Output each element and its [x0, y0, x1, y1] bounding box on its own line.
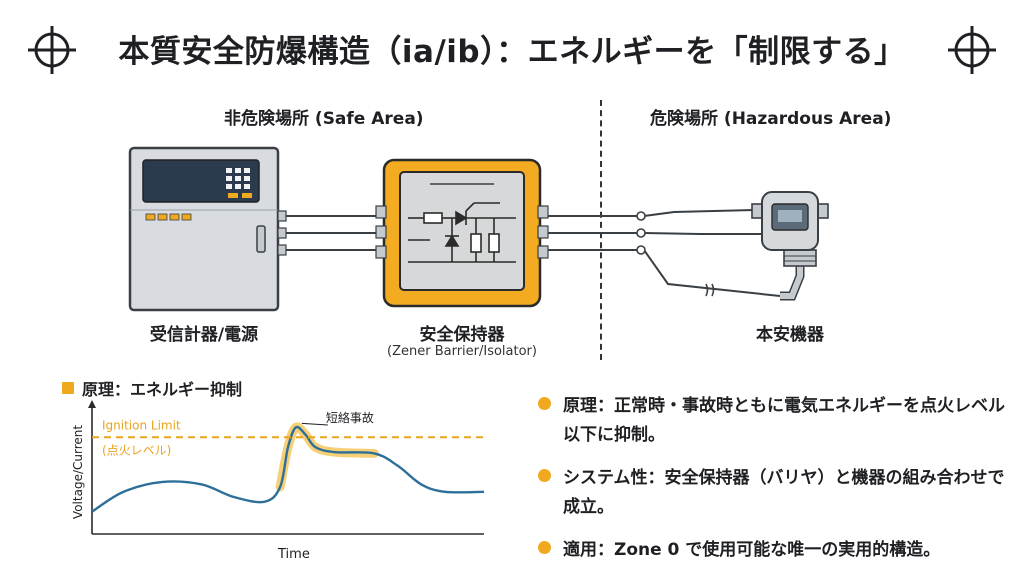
crosshair-icon: [28, 26, 76, 74]
chart-axes: [88, 400, 484, 535]
energy-chart: Ignition Limit (点火レベル) 短絡事故 Time Voltage…: [71, 400, 485, 562]
crosshair-icon: [948, 26, 996, 74]
ignition-limit-label: Ignition Limit: [102, 418, 181, 432]
list-item: 原理：正常時・事故時ともに電気エネルギーを点火レベル以下に抑制。: [538, 392, 1008, 450]
field-transmitter: [751, 191, 829, 301]
barrier-label: 安全保持器: [419, 325, 505, 345]
safe-area-label: 非危険場所 (Safe Area): [224, 109, 424, 129]
bullet-text: システム性：安全保持器（バリヤ）と機器の組み合わせで成立。: [563, 468, 1005, 517]
ignition-limit-sublabel: (点火レベル): [102, 443, 171, 457]
receiver-cabinet: [128, 146, 287, 312]
page-title: 本質安全防爆構造（ia/ib）：エネルギーを「制限する」: [118, 34, 906, 70]
principle-heading-text: 原理：エネルギー抑制: [82, 380, 243, 399]
hazardous-area-label: 危険場所 (Hazardous Area): [650, 109, 892, 129]
list-item: 適用：Zone 0 で使用可能な唯一の実用的構造。: [538, 536, 1008, 565]
curve-highlight: [275, 422, 379, 492]
safety-barrier: [375, 158, 549, 308]
annotation-leader: [301, 422, 328, 426]
principle-heading: 原理：エネルギー抑制: [62, 376, 242, 400]
list-item: システム性：安全保持器（バリヤ）と機器の組み合わせで成立。: [538, 464, 1008, 522]
y-axis-arrow: [88, 400, 96, 408]
y-axis-label: Voltage/Current: [71, 425, 85, 519]
bullet-list: 原理：正常時・事故時ともに電気エネルギーを点火レベル以下に抑制。 システム性：安…: [538, 392, 1008, 579]
bullet-dot-icon: [538, 541, 551, 554]
x-axis-label: Time: [277, 547, 310, 562]
field-device-label: 本安機器: [756, 325, 824, 345]
square-bullet-icon: [62, 382, 74, 394]
bullet-text: 適用：Zone 0 で使用可能な唯一の実用的構造。: [563, 540, 941, 560]
bullet-text: 原理：正常時・事故時ともに電気エネルギーを点火レベル以下に抑制。: [563, 396, 1005, 445]
series-line: [91, 425, 485, 513]
receiver-label: 受信計器/電源: [149, 325, 259, 345]
area-divider: [600, 100, 602, 360]
barrier-sublabel: (Zener Barrier/Isolator): [387, 344, 537, 359]
short-circuit-annotation: 短絡事故: [326, 410, 374, 425]
bullet-dot-icon: [538, 469, 551, 482]
bullet-dot-icon: [538, 397, 551, 410]
